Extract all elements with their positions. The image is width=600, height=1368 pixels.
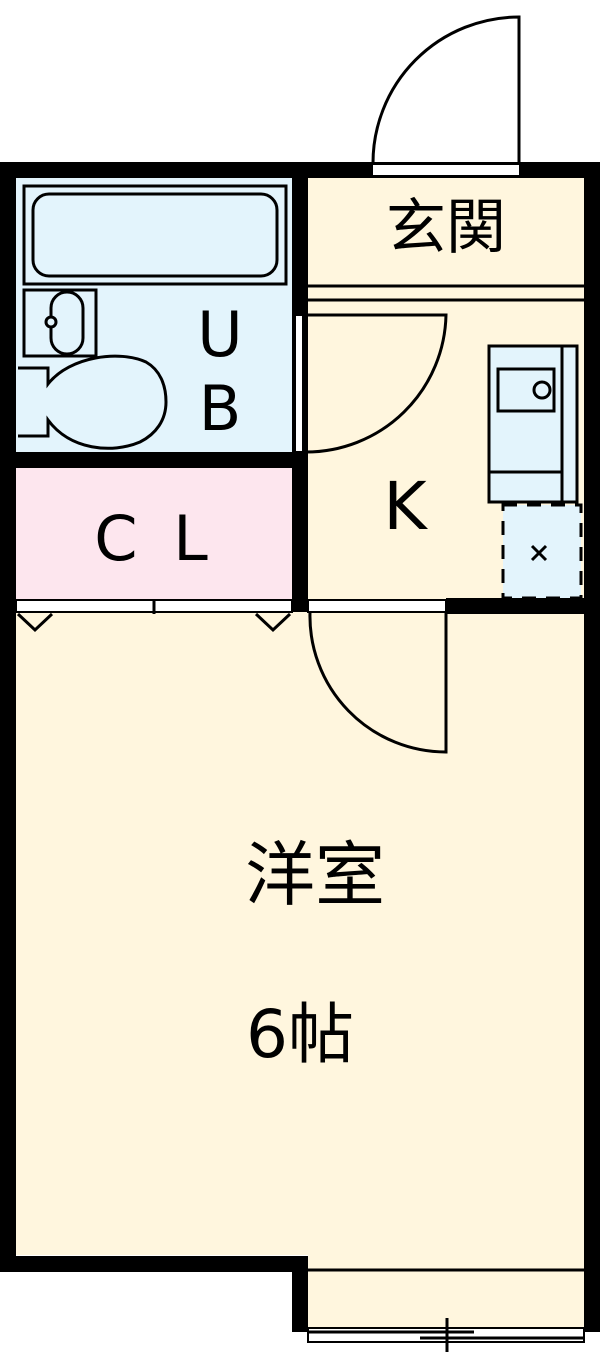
room-unitbath-fill	[16, 178, 292, 454]
window-sash-icon	[307, 1318, 585, 1352]
walls	[0, 162, 600, 1332]
room-closet-fill	[16, 468, 292, 600]
entrance-door-opening	[371, 163, 521, 177]
washing-machine-space-icon	[501, 503, 583, 600]
sink-icon	[22, 288, 98, 358]
room-door-opening	[307, 599, 447, 613]
bath-door-swing	[305, 313, 448, 454]
western-room-size: 6帖	[246, 996, 354, 1073]
room-genkan-fill	[308, 178, 584, 288]
unitbath-label-u: U	[197, 298, 243, 371]
bath-door-opening	[294, 314, 304, 453]
closet-label: C L	[94, 502, 216, 575]
room-door-swing	[308, 611, 448, 754]
room-western-fill	[16, 612, 584, 1255]
bathtub-icon	[22, 184, 288, 286]
western-room-label: 洋室	[245, 834, 385, 916]
toilet-icon	[18, 354, 168, 450]
entrance-door-swing	[371, 15, 521, 165]
genkan-label: 玄関	[386, 193, 506, 263]
kitchen-label: K	[383, 468, 427, 545]
unitbath-label-b: B	[198, 372, 242, 445]
balcony-fill	[308, 1255, 584, 1330]
kitchen-counter-icon	[487, 344, 579, 504]
